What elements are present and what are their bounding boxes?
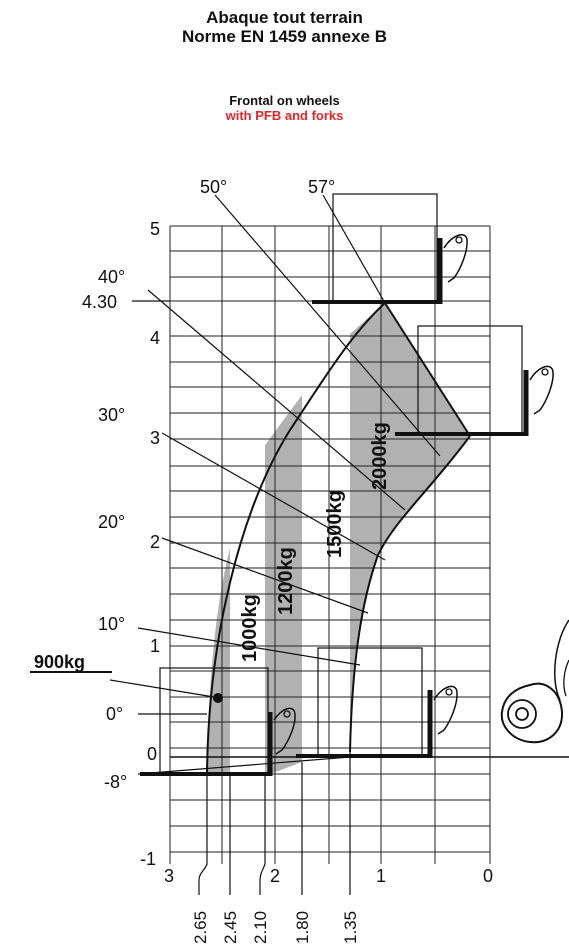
zone-2000kg bbox=[350, 303, 470, 752]
angle-label-minus-8: -8° bbox=[104, 772, 127, 792]
chart-title-line-1: Abaque tout terrain bbox=[206, 8, 363, 27]
zone-label-1500kg: 1500kg bbox=[324, 490, 346, 558]
x-tick-label-1: 1 bbox=[376, 866, 386, 886]
fork-carriages bbox=[140, 193, 554, 776]
angle-label-10: 10° bbox=[98, 614, 125, 634]
angle-label-30: 30° bbox=[98, 405, 125, 425]
y-tick-label-minus-1: -1 bbox=[140, 849, 156, 869]
angle-labels: 50° 57° 40° 30° 20° 10° 0° -8° bbox=[98, 177, 335, 792]
load-envelope bbox=[206, 302, 471, 777]
chart-title-line-2: Norme EN 1459 annexe B bbox=[181, 27, 388, 46]
zone-1000kg bbox=[207, 548, 230, 776]
zone-label-1000kg: 1000kg bbox=[239, 594, 261, 662]
y-tick-label-0: 0 bbox=[147, 744, 157, 764]
x-tick-label-0: 0 bbox=[483, 866, 493, 886]
reach-label-1-35: 1.35 bbox=[341, 911, 360, 944]
angle-label-57: 57° bbox=[308, 177, 335, 197]
machine-wheel bbox=[500, 619, 569, 744]
envelope-outer-curve bbox=[206, 302, 386, 777]
y-tick-label-5: 5 bbox=[150, 219, 160, 239]
envelope-inner-curve bbox=[349, 435, 471, 753]
chart-subtitle-line-1: Frontal on wheels bbox=[229, 93, 340, 108]
reach-label-2-65: 2.65 bbox=[191, 911, 210, 944]
reach-label-2-10: 2.10 bbox=[251, 911, 270, 944]
angle-label-40: 40° bbox=[98, 267, 125, 287]
max-height-label: 4.30 bbox=[82, 292, 117, 312]
y-tick-label-4: 4 bbox=[150, 328, 160, 348]
x-axis-labels: 3 2 1 0 bbox=[164, 866, 493, 886]
x-tick-label-2: 2 bbox=[270, 866, 280, 886]
point-load-900kg-marker bbox=[213, 693, 223, 703]
reach-label-1-80: 1.80 bbox=[293, 911, 312, 944]
load-zones bbox=[207, 303, 470, 776]
x-tick-label-3: 3 bbox=[164, 866, 174, 886]
y-tick-label-2: 2 bbox=[150, 532, 160, 552]
angle-label-0: 0° bbox=[106, 704, 123, 724]
zone-1200kg bbox=[265, 395, 302, 776]
point-load-900kg-leader bbox=[109, 679, 215, 698]
point-load-900kg-label: 900kg bbox=[34, 652, 85, 672]
y-tick-label-1: 1 bbox=[150, 636, 160, 656]
y-axis-labels: 5 4 3 2 1 0 -1 4.30 bbox=[82, 219, 160, 869]
reach-labels: 2.65 2.45 2.10 1.80 1.35 bbox=[191, 911, 360, 944]
y-tick-label-3: 3 bbox=[150, 428, 160, 448]
reach-label-2-45: 2.45 bbox=[221, 911, 240, 944]
zone-label-2000kg: 2000kg bbox=[369, 422, 391, 490]
zone-label-1200kg: 1200kg bbox=[275, 547, 297, 615]
chart-subtitle-line-2: with PFB and forks bbox=[225, 108, 344, 123]
reach-leader-lines bbox=[198, 752, 351, 895]
zone-load-labels: 1000kg 1200kg 1500kg 2000kg bbox=[239, 422, 391, 662]
angle-label-50: 50° bbox=[200, 177, 227, 197]
angle-label-20: 20° bbox=[98, 512, 125, 532]
envelope-right-edge bbox=[384, 302, 471, 437]
